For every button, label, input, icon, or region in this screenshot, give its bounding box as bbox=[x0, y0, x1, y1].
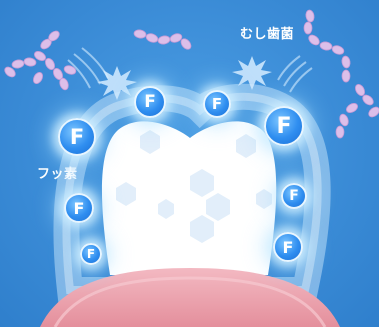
germs bbox=[4, 9, 379, 139]
fluoride-badge: F bbox=[58, 118, 96, 156]
fluoride-badge: F bbox=[203, 90, 231, 118]
gum bbox=[40, 268, 340, 327]
fluoride-badge: F bbox=[281, 183, 307, 209]
fluoride-badge: F bbox=[264, 106, 304, 146]
germs-label: むし歯菌 bbox=[240, 27, 295, 42]
motion-lines bbox=[67, 47, 313, 93]
sparkle-right bbox=[232, 56, 272, 90]
fluoride-badge: F bbox=[273, 232, 303, 262]
tooth bbox=[101, 121, 277, 275]
fluoride-badge: F bbox=[64, 193, 94, 223]
enamel-hexagons bbox=[116, 130, 272, 243]
fluoride-badge: F bbox=[80, 243, 102, 265]
fluoride-badge: F bbox=[134, 86, 166, 118]
fluoride-label: フッ素 bbox=[37, 167, 78, 182]
